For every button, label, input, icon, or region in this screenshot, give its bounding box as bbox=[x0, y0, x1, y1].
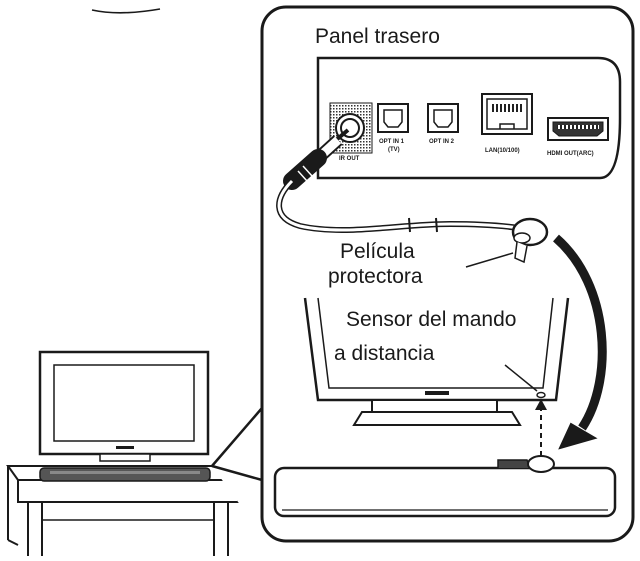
ir-cable bbox=[276, 128, 549, 264]
ir-out-label: IR OUT bbox=[339, 156, 360, 162]
soundbar-body bbox=[273, 466, 617, 518]
opt-in1-label: OPT IN 1 bbox=[379, 139, 405, 145]
overview-soundbar bbox=[39, 467, 211, 482]
detail-callout-frame bbox=[260, 5, 635, 543]
ir-plug bbox=[283, 149, 327, 190]
overview-scene bbox=[6, 350, 240, 556]
overview-tv-screen bbox=[53, 364, 195, 442]
panel-title: Panel trasero bbox=[315, 25, 440, 48]
cropped-text-fragment bbox=[91, 8, 161, 14]
tv-screen bbox=[317, 297, 554, 389]
tv-logo bbox=[425, 391, 449, 395]
film-leader-line bbox=[465, 252, 514, 268]
tv-remote-sensor bbox=[536, 391, 546, 399]
sensor-leader-line bbox=[504, 364, 538, 392]
lan-port bbox=[481, 93, 533, 135]
rear-panel-body bbox=[316, 56, 622, 180]
lan-label: LAN(10/100) bbox=[485, 148, 520, 154]
soundbar-closeup bbox=[273, 455, 617, 518]
overview-tv-base bbox=[99, 453, 151, 462]
film-label-line1: Película bbox=[340, 240, 415, 263]
opt-in1-port bbox=[377, 103, 409, 133]
callout-pointer bbox=[211, 407, 263, 482]
rear-panel: IR OUT OPT IN 1 (TV) OPT IN 2 LAN(10/100… bbox=[316, 56, 622, 180]
tv-stand-base bbox=[352, 411, 522, 426]
opt-in1-sublabel: (TV) bbox=[388, 147, 400, 153]
ir-signal-arrowhead bbox=[535, 399, 547, 410]
overview-stand-front bbox=[17, 479, 239, 503]
opt-in2-port bbox=[427, 103, 459, 133]
protective-film-tab bbox=[514, 241, 528, 264]
sensor-label-line2: a distancia bbox=[334, 342, 435, 365]
tv-stand-neck bbox=[371, 399, 498, 413]
hdmi-label: HDMI OUT(ARC) bbox=[547, 151, 594, 157]
sensor-label-line1: Sensor del mando bbox=[346, 308, 516, 331]
placed-ir-emitter bbox=[527, 455, 555, 473]
hdmi-port bbox=[547, 117, 609, 141]
placement-arrow bbox=[552, 234, 607, 431]
overview-tv-logo bbox=[116, 446, 134, 449]
tv-closeup bbox=[303, 297, 570, 426]
opt-in2-label: OPT IN 2 bbox=[429, 139, 455, 145]
film-label-line2: protectora bbox=[328, 265, 423, 288]
